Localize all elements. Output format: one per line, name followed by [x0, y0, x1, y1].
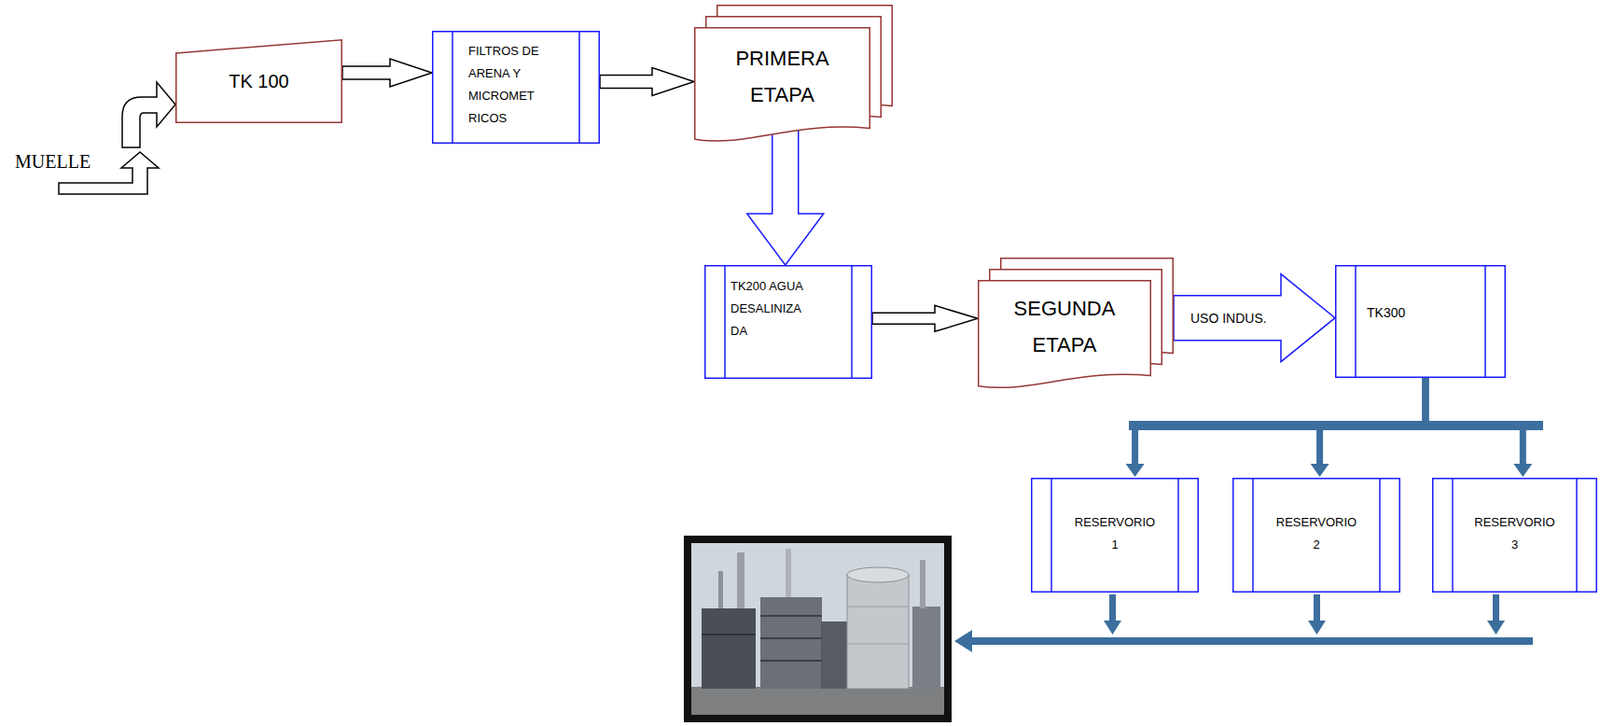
- box-outline: [1335, 265, 1506, 378]
- hollow-arrow: [342, 58, 432, 87]
- column-top: [847, 567, 909, 583]
- pipe: [760, 614, 822, 617]
- connector: [1126, 377, 1426, 477]
- filter-box: FILTROS DE ARENA Y MICROMET RICOS: [431, 30, 600, 144]
- connector: [1425, 377, 1532, 477]
- box-inner-line: [1575, 478, 1578, 593]
- connector-label: USO INDUS.: [1188, 309, 1269, 327]
- box-inner-line: [451, 31, 454, 144]
- node-label: RESERVORIO 3: [1472, 511, 1559, 557]
- connector: [599, 67, 695, 96]
- node-outline: [1232, 477, 1401, 593]
- pipe: [760, 637, 822, 640]
- node-outline: [694, 4, 893, 149]
- structure: [912, 606, 941, 689]
- box-inner-line: [1451, 478, 1454, 593]
- distribution-line: [1425, 377, 1523, 466]
- box-inner-line: [1177, 478, 1180, 593]
- reservoir-box: RESERVORIO 1: [1030, 477, 1199, 593]
- node-label: TK 100: [189, 69, 330, 93]
- building: [760, 597, 822, 689]
- outlet-arrowhead: [1307, 620, 1326, 635]
- node-label: TK200 AGUA DESALINIZA DA: [730, 275, 815, 343]
- arrowhead: [1310, 463, 1330, 477]
- document-sheet: [695, 27, 871, 141]
- connector: [1173, 274, 1336, 362]
- node-label: SEGUNDA ETAPA: [1003, 290, 1126, 363]
- hollow-arrow: [747, 119, 824, 265]
- reservoir-box: RESERVORIO 3: [1432, 477, 1598, 593]
- building: [701, 608, 756, 689]
- outlet-stem: [1313, 594, 1321, 623]
- supply-bar: [970, 637, 1533, 645]
- tank-box: TK 100: [175, 39, 343, 124]
- connector: [1310, 377, 1426, 477]
- arrowhead: [1126, 463, 1145, 477]
- outlet-stem: [1109, 594, 1116, 623]
- photo-ground: [691, 686, 945, 715]
- column-tank: [847, 574, 909, 689]
- node-label: PRIMERA ETAPA: [722, 40, 844, 113]
- box-outline: [705, 265, 873, 379]
- building: [820, 621, 848, 689]
- arrowhead: [1513, 463, 1532, 477]
- pipe: [760, 659, 822, 662]
- hollow-arrow: [599, 67, 695, 96]
- hollow-arrow: [1173, 274, 1336, 362]
- pipe: [701, 633, 756, 636]
- stack: [919, 559, 926, 609]
- photo-frame: [683, 535, 952, 723]
- outlet-arrowhead: [1487, 620, 1505, 635]
- box-outline: [1031, 478, 1199, 593]
- connector: [872, 305, 978, 332]
- box-inner-line: [723, 265, 726, 379]
- node-outline: [1432, 477, 1598, 593]
- distribution-line: [1320, 377, 1426, 466]
- supply-arrowhead: [954, 629, 973, 653]
- box-inner-line: [1050, 478, 1053, 593]
- box-inner-line: [1354, 265, 1357, 378]
- connector: [747, 119, 824, 265]
- tank-box: TK300: [1335, 264, 1506, 378]
- outlet-arrowhead: [1103, 620, 1122, 635]
- node-label: RESERVORIO 1: [1071, 511, 1158, 557]
- box-inner-line: [1484, 265, 1487, 378]
- node-outline: [977, 257, 1174, 395]
- box-inner-line: [578, 31, 581, 144]
- refinery-photo: [683, 535, 952, 723]
- hollow-arrow: [872, 305, 978, 332]
- box-inner-line: [850, 265, 853, 379]
- node-label: RESERVORIO 2: [1273, 511, 1360, 557]
- box-outline: [432, 31, 600, 144]
- photo-sky: [691, 542, 945, 715]
- node-outline: [1335, 264, 1506, 378]
- column-ring: [847, 606, 909, 608]
- document-sheet: [978, 280, 1152, 389]
- tank-outline: [176, 40, 343, 124]
- box-inner-line: [1378, 478, 1381, 593]
- hollow-curved-arrow: [122, 82, 176, 148]
- distribution-line: [1135, 377, 1426, 466]
- connector: [342, 58, 432, 87]
- place-label: MUELLE: [14, 151, 91, 172]
- reservoir-box: RESERVORIO 2: [1232, 477, 1401, 593]
- outlet-stem: [1492, 594, 1500, 623]
- stage-document: PRIMERA ETAPA: [694, 4, 893, 149]
- column-ring: [847, 643, 909, 645]
- stage-document: SEGUNDA ETAPA: [977, 257, 1174, 395]
- tank-box: TK200 AGUA DESALINIZA DA: [704, 264, 873, 379]
- node-label: FILTROS DE ARENA Y MICROMET RICOS: [468, 40, 557, 130]
- node-outline: [1030, 477, 1199, 593]
- node-label: TK300: [1366, 304, 1461, 321]
- box-outline: [1433, 478, 1598, 593]
- box-outline: [1233, 478, 1401, 593]
- box-inner-line: [1252, 478, 1254, 593]
